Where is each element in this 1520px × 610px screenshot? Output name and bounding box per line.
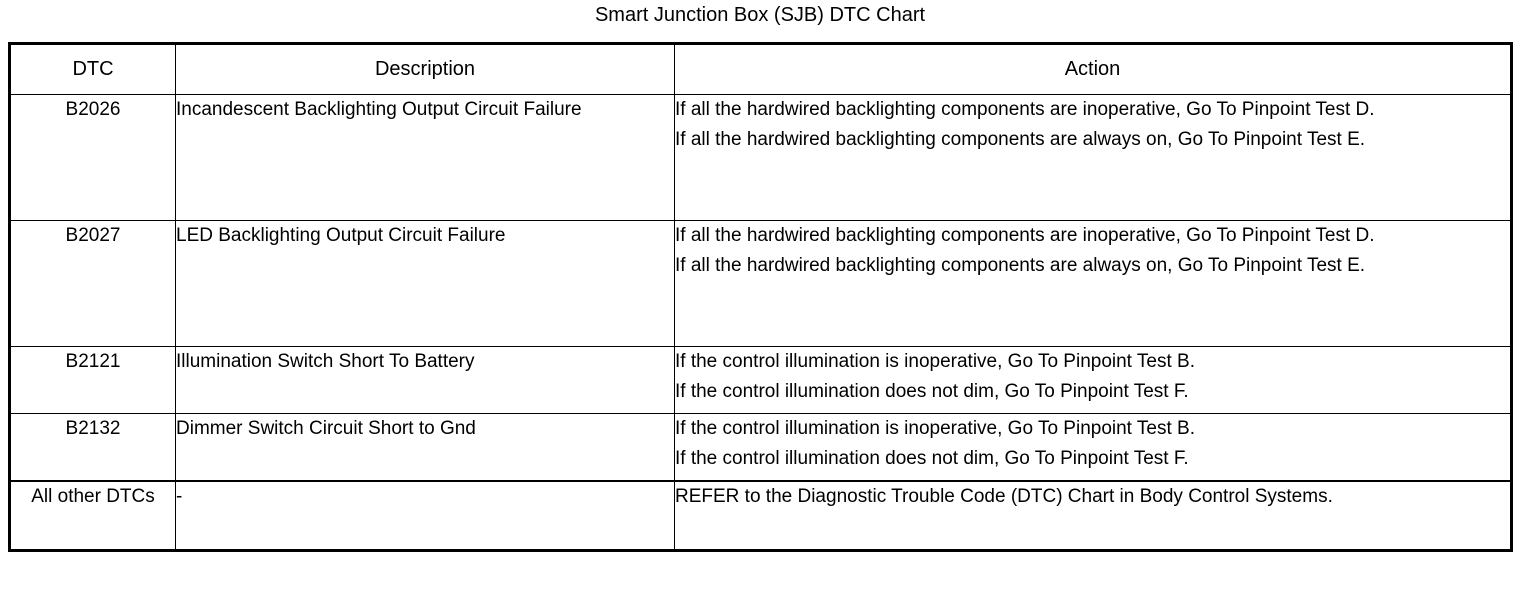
cell-dtc-code: B2026 [9, 94, 176, 221]
table-row: B2027 LED Backlighting Output Circuit Fa… [9, 220, 1512, 347]
action-line: If the control illumination is inoperati… [675, 418, 1195, 439]
cell-description: - [175, 480, 675, 551]
table-row: B2132 Dimmer Switch Circuit Short to Gnd… [9, 413, 1512, 482]
cell-description: Dimmer Switch Circuit Short to Gnd [175, 413, 675, 482]
cell-description: LED Backlighting Output Circuit Failure [175, 220, 675, 347]
table-header-row: DTC Description Action [9, 43, 1512, 95]
cell-dtc-code: All other DTCs [9, 480, 176, 551]
action-line: REFER to the Diagnostic Trouble Code (DT… [675, 486, 1333, 507]
table-row: All other DTCs - REFER to the Diagnostic… [9, 480, 1512, 551]
cell-action: If the control illumination is inoperati… [674, 413, 1512, 482]
cell-action: If the control illumination is inoperati… [674, 346, 1512, 414]
column-header-action: Action [674, 43, 1512, 95]
action-line: If the control illumination does not dim… [675, 381, 1189, 402]
page-title: Smart Junction Box (SJB) DTC Chart [594, 4, 926, 26]
cell-action: REFER to the Diagnostic Trouble Code (DT… [674, 480, 1512, 551]
action-line: If all the hardwired backlighting compon… [675, 99, 1375, 120]
column-header-description: Description [175, 43, 675, 95]
dtc-table-container: DTC Description Action B2026 Incandescen… [8, 42, 1513, 552]
cell-dtc-code: B2132 [9, 413, 176, 482]
cell-description: Incandescent Backlighting Output Circuit… [175, 94, 675, 221]
dtc-table: DTC Description Action B2026 Incandescen… [8, 42, 1513, 552]
action-line: If all the hardwired backlighting compon… [675, 225, 1375, 246]
cell-dtc-code: B2121 [9, 346, 176, 414]
action-line: If the control illumination is inoperati… [675, 351, 1195, 372]
cell-action: If all the hardwired backlighting compon… [674, 220, 1512, 347]
action-line: If all the hardwired backlighting compon… [675, 255, 1366, 276]
action-line: If the control illumination does not dim… [675, 448, 1189, 469]
cell-description: Illumination Switch Short To Battery [175, 346, 675, 414]
table-row: B2026 Incandescent Backlighting Output C… [9, 94, 1512, 221]
cell-action: If all the hardwired backlighting compon… [674, 94, 1512, 221]
column-header-dtc: DTC [9, 43, 176, 95]
cell-dtc-code: B2027 [9, 220, 176, 347]
table-body: B2026 Incandescent Backlighting Output C… [9, 94, 1512, 551]
table-header: DTC Description Action [9, 43, 1512, 95]
table-row: B2121 Illumination Switch Short To Batte… [9, 346, 1512, 414]
action-line: If all the hardwired backlighting compon… [675, 129, 1366, 150]
